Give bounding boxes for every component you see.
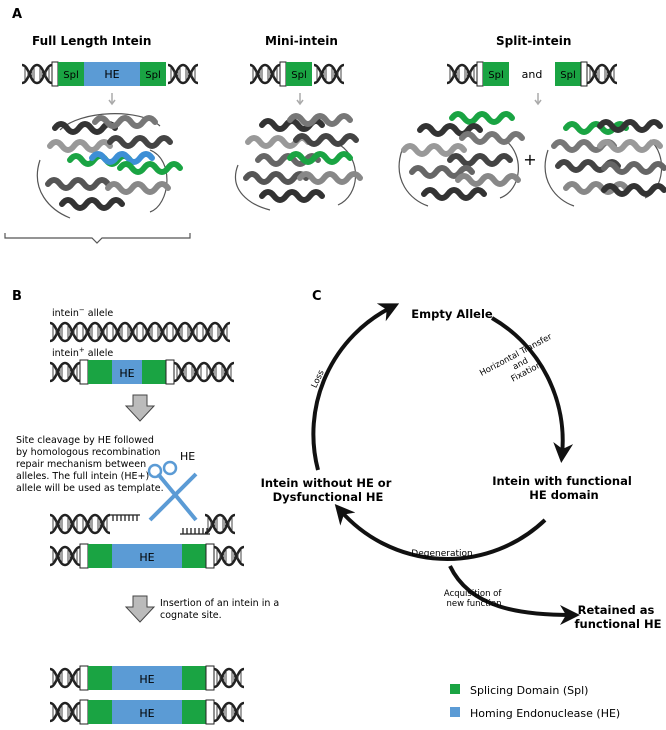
mini-spl-label: Spl	[291, 70, 306, 81]
split-down-arrow	[534, 93, 542, 106]
legend-splicing-label: Splicing Domain (Spl)	[470, 684, 588, 697]
mini-intein-structure	[235, 116, 360, 211]
step1-down-arrow	[124, 394, 156, 422]
cleavage-description: Site cleavage by HE followed by homologo…	[16, 435, 164, 494]
mini-down-arrow	[296, 93, 304, 106]
mini-spl-domain	[286, 62, 312, 86]
scissors-he-label: HE	[180, 450, 195, 463]
legend-homing-label: Homing Endonuclease (HE)	[470, 707, 620, 720]
node-retained-he: Retained as functional HE	[575, 603, 662, 631]
intein-plus-gene: HE	[48, 359, 236, 385]
result-allele-2: HE	[48, 699, 246, 725]
arc-horizontal-transfer	[490, 316, 574, 463]
split-intein-gene-c: Spl	[555, 61, 619, 87]
panel-a-label: A	[12, 7, 22, 22]
legend: Splicing Domain (Spl) Homing Endonucleas…	[450, 684, 620, 720]
scissors-icon	[147, 460, 198, 522]
full-intein-brace	[4, 233, 191, 244]
intein-plus-allele-label: intein+ allele	[52, 346, 113, 359]
full-intein-gene: Spl HE Spl	[20, 61, 200, 87]
full-intein-structure	[36, 113, 180, 219]
node-functional-he: Intein with functional HE domain	[492, 474, 636, 502]
panel-c-label: C	[312, 289, 322, 304]
plus-he-label: HE	[119, 367, 134, 380]
split-spl-c-domain	[555, 62, 581, 86]
cleaved-allele	[48, 513, 237, 535]
label-acquisition: Acquisition of new function	[444, 589, 504, 609]
legend-homing-swatch	[450, 707, 460, 717]
intein-minus-allele-label: intein− allele	[52, 306, 113, 319]
arc-acquisition	[448, 565, 580, 625]
full-spl-right-domain	[140, 62, 166, 86]
intein-minus-dna	[48, 321, 232, 343]
step2-down-arrow	[124, 595, 156, 623]
split-intein-title: Split-intein	[496, 34, 571, 48]
node-empty-allele: Empty Allele	[411, 307, 493, 321]
label-degeneration: Degeneration	[411, 549, 472, 559]
split-plus-sign: +	[523, 150, 536, 169]
mini-intein-title: Mini-intein	[265, 34, 338, 48]
split-and-label: and	[522, 68, 543, 81]
full-spl-right-label: Spl	[145, 70, 160, 81]
split-intein-gene-n: Spl	[445, 61, 509, 87]
full-down-arrow	[108, 93, 116, 106]
full-he-label: HE	[104, 68, 119, 81]
panel-b-label: B	[12, 289, 22, 304]
full-spl-left-domain	[58, 62, 84, 86]
split-n-structure	[398, 114, 522, 207]
template-he-label: HE	[139, 551, 154, 564]
node-without-he: Intein without HE or Dysfunctional HE	[261, 476, 396, 504]
arc-degeneration	[334, 503, 547, 561]
full-spl-left-label: Spl	[63, 70, 78, 81]
legend-splicing-swatch	[450, 684, 460, 694]
split-spl-n-domain	[483, 62, 509, 86]
full-he-domain	[84, 62, 140, 86]
mini-intein-gene: Spl	[248, 61, 346, 87]
result-allele-1: HE	[48, 665, 246, 691]
result-1-he-label: HE	[139, 673, 154, 686]
split-spl-c-label: Spl	[560, 70, 575, 81]
full-intein-title: Full Length Intein	[32, 34, 151, 48]
split-spl-n-label: Spl	[488, 70, 503, 81]
arc-loss	[311, 303, 400, 471]
template-allele: HE	[48, 543, 246, 569]
result-2-he-label: HE	[139, 707, 154, 720]
split-c-structure	[544, 122, 664, 207]
insertion-description: Insertion of an intein in a cognate site…	[160, 598, 282, 621]
